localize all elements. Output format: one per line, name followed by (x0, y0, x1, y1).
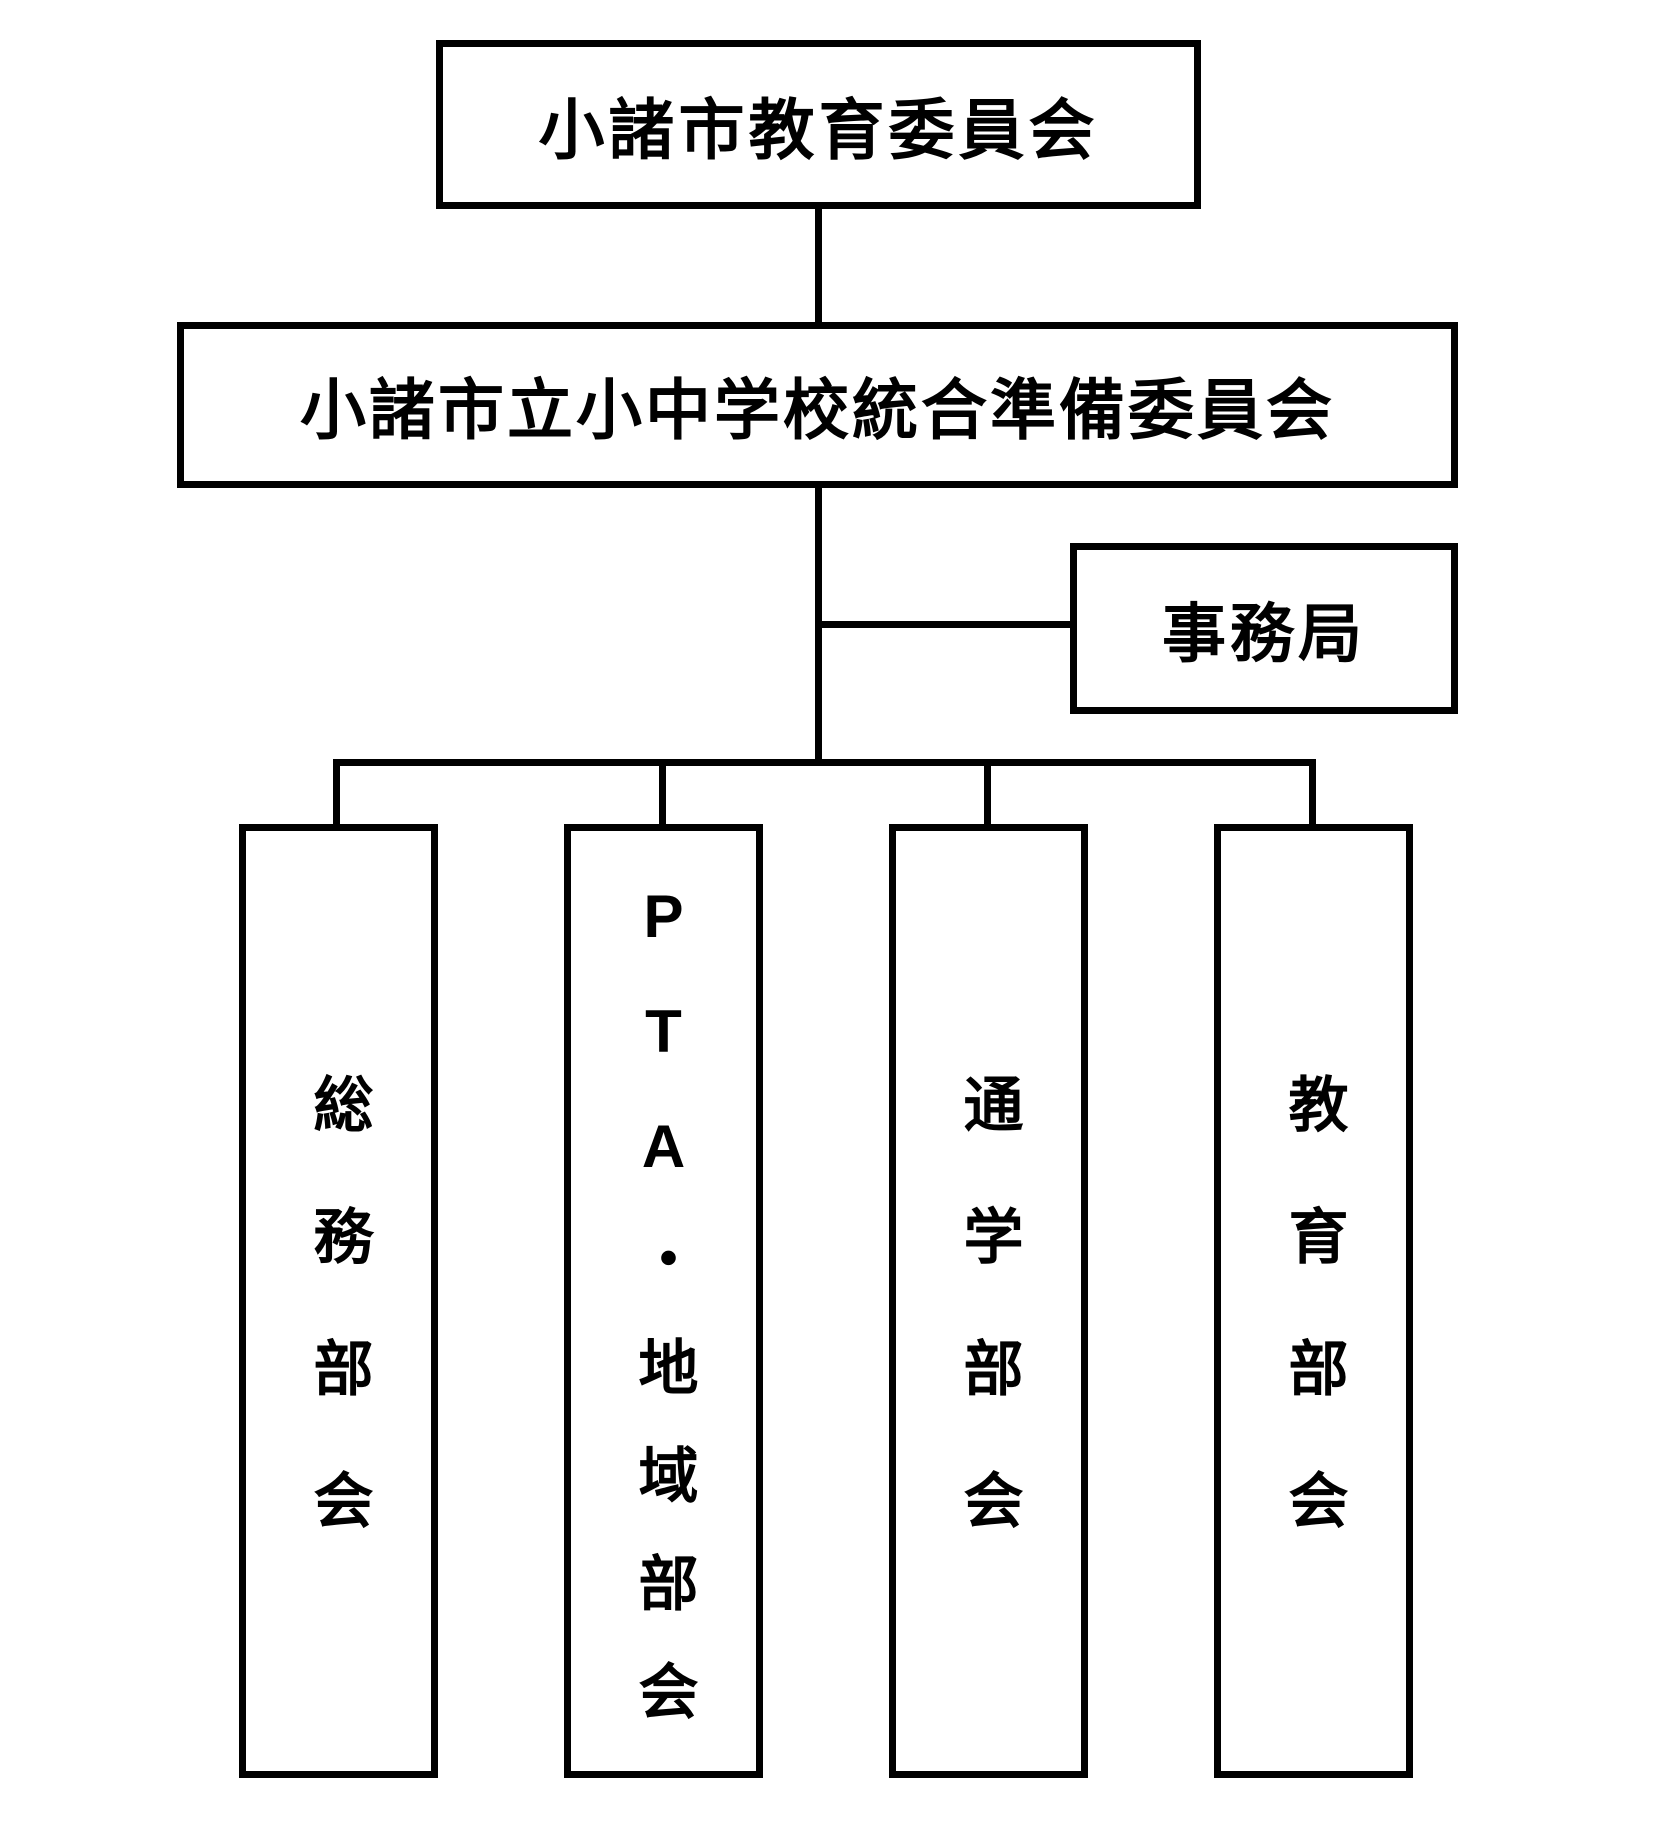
connector-root-to-committee (815, 205, 822, 325)
committee-box: 小諸市立小中学校統合準備委員会 (177, 322, 1458, 488)
subcommittee-box-general-affairs: 総務部会 (239, 824, 438, 1778)
root-box-label: 小諸市教育委員会 (538, 92, 1099, 167)
secretariat-box-label: 事務局 (1162, 597, 1366, 670)
branch-stub-pta-community (659, 759, 666, 824)
committee-box-label: 小諸市立小中学校統合準備委員会 (300, 373, 1335, 447)
subcommittee-label-general-affairs: 総務部会 (305, 1073, 372, 1601)
connector-to-secretariat (820, 621, 1070, 628)
subcommittee-label-commuting: 通学部会 (955, 1073, 1022, 1601)
subcommittee-label-education: 教育部会 (1280, 1073, 1347, 1601)
subcommittee-box-commuting: 通学部会 (889, 824, 1088, 1778)
root-box: 小諸市教育委員会 (436, 40, 1201, 209)
branch-stub-education (1309, 759, 1316, 824)
secretariat-box: 事務局 (1070, 543, 1458, 714)
branch-stub-commuting (984, 759, 991, 824)
connector-committee-to-branches (815, 485, 822, 766)
branch-distribution-line (333, 759, 1316, 766)
subcommittee-box-pta-community: PTA・地域部会 (564, 824, 763, 1778)
subcommittee-box-education: 教育部会 (1214, 824, 1413, 1778)
branch-stub-general-affairs (333, 759, 340, 824)
subcommittee-label-pta-community: PTA・地域部会 (630, 882, 697, 1768)
